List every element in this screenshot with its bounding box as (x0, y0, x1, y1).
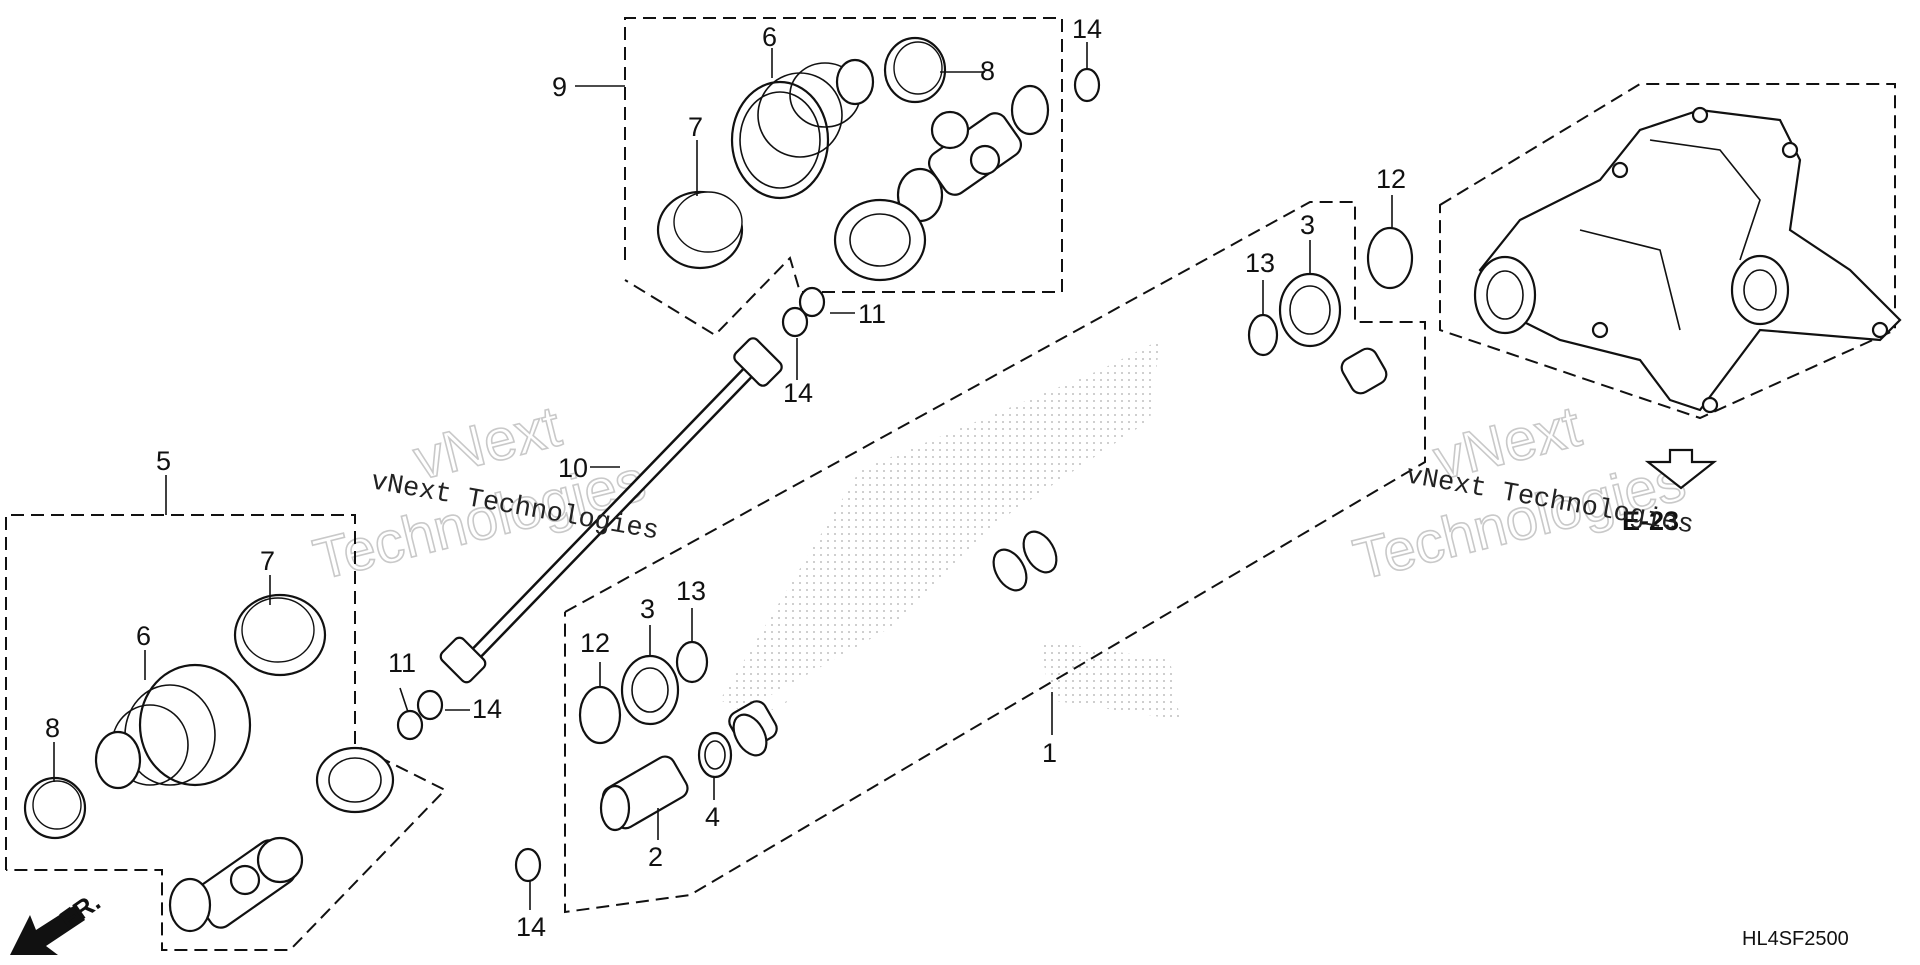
o-ring-11-left[interactable] (396, 709, 424, 741)
callout-8-top: 8 (980, 56, 995, 86)
seal-ring-top[interactable] (833, 198, 927, 282)
callout-12-right: 12 (1376, 164, 1406, 194)
callout-12-left: 12 (580, 628, 610, 658)
callout-14-mid: 14 (783, 378, 813, 408)
sleeve-2[interactable] (599, 753, 691, 832)
o-ring-13-right[interactable] (1247, 313, 1279, 357)
o-ring-14-bottom[interactable] (514, 847, 542, 883)
callout-11-top: 11 (858, 299, 886, 329)
callout-14-left: 14 (472, 694, 502, 724)
clip-8-left[interactable] (23, 776, 87, 840)
callout-14-top: 14 (1072, 14, 1102, 44)
final-drive-housing[interactable] (1473, 106, 1902, 414)
clip-8-top[interactable] (883, 36, 947, 104)
callout-2: 2 (648, 842, 663, 872)
callout-6-top: 6 (762, 22, 777, 52)
callout-13-left: 13 (676, 576, 706, 606)
ref-marker-label: E-23 (1622, 506, 1679, 536)
diagram-code: HL4SF2500 (1742, 928, 1849, 950)
callout-13-right: 13 (1245, 248, 1275, 278)
group-box-1 (564, 201, 1426, 914)
callout-14-bottom: 14 (516, 912, 546, 942)
o-ring-11-top[interactable] (798, 286, 826, 318)
spring-4[interactable] (697, 731, 733, 779)
callout-8-left: 8 (45, 713, 60, 743)
callout-4: 4 (705, 802, 720, 832)
seal-ring-left[interactable] (315, 746, 395, 814)
callout-10: 10 (558, 453, 588, 483)
boot-6-left[interactable] (94, 663, 252, 790)
callouts: 9 6 8 7 14 11 14 10 5 7 6 8 11 14 14 1 2… (45, 14, 1406, 942)
propeller-shaft-1[interactable] (726, 345, 1390, 761)
callout-1: 1 (1042, 738, 1057, 768)
callout-7-left: 7 (260, 546, 275, 576)
universal-joint-left[interactable] (168, 836, 304, 933)
o-ring-14-mid[interactable] (781, 306, 809, 338)
callout-5: 5 (156, 446, 171, 476)
seal-3-right[interactable] (1278, 272, 1342, 348)
group-box-9 (624, 17, 1063, 337)
callout-7-top: 7 (688, 112, 703, 142)
universal-joint-top[interactable] (896, 84, 1050, 223)
seal-3-left[interactable] (620, 654, 680, 726)
logo-ghost (720, 340, 1180, 720)
band-7-top[interactable] (656, 190, 744, 270)
housing-box (1439, 83, 1896, 420)
callout-6-left: 6 (136, 621, 151, 651)
callout-3-left: 3 (640, 594, 655, 624)
band-7-left[interactable] (233, 593, 327, 677)
group-box-5 (5, 514, 447, 951)
callout-9: 9 (552, 72, 567, 102)
o-ring-12-left[interactable] (578, 685, 622, 745)
o-ring-12-right[interactable] (1366, 226, 1414, 290)
reference-marker: E-23 (1622, 448, 1718, 536)
inner-shaft-10[interactable] (438, 336, 784, 685)
callout-11-left: 11 (388, 648, 416, 678)
o-ring-14-top[interactable] (1073, 67, 1101, 103)
front-direction-marker: FR. (10, 886, 106, 955)
boot-6-top[interactable] (730, 58, 875, 200)
o-ring-13-left[interactable] (675, 640, 709, 684)
callout-3-right: 3 (1300, 210, 1315, 240)
o-ring-14-left[interactable] (416, 689, 444, 721)
leader-lines (53, 42, 1393, 910)
